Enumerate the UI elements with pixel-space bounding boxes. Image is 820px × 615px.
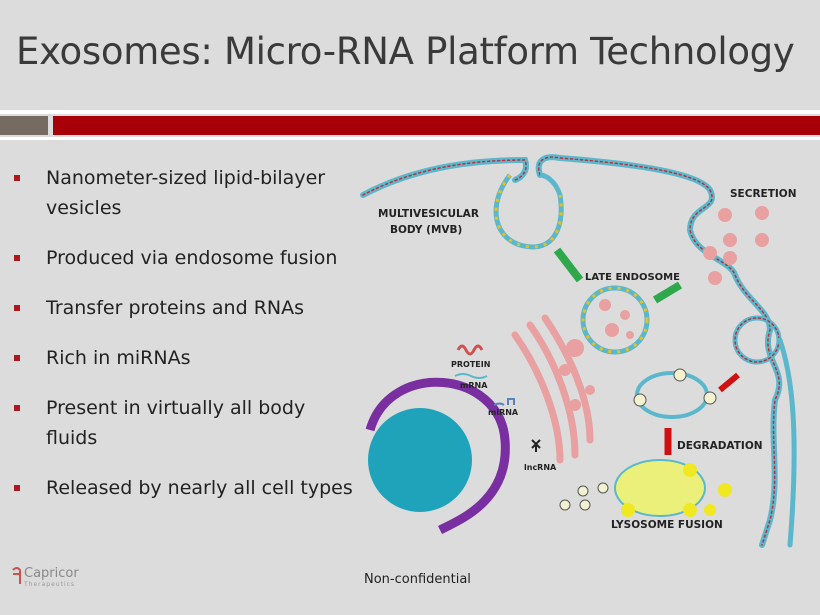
lysosome [614, 459, 732, 517]
protein-icon [456, 344, 484, 356]
arrow-icon [718, 372, 740, 393]
label-mrna: mRNA [460, 381, 488, 390]
golgi [511, 314, 594, 464]
bullet-marker-icon [14, 355, 20, 361]
label-protein: PROTEIN [451, 360, 490, 369]
bullet-item: Released by nearly all cell types [14, 473, 354, 503]
label-late-endosome: LATE ENDOSOME [585, 272, 680, 283]
mvb-vesicle [493, 172, 564, 250]
bullet-item: Transfer proteins and RNAs [14, 293, 354, 323]
label-secretion: SECRETION [730, 188, 796, 200]
lncrna-icon [531, 439, 541, 452]
arrow-icon [652, 281, 683, 304]
secreted-exosomes [559, 206, 769, 411]
bullet-text: Released by nearly all cell types [46, 477, 353, 499]
label-lncrna: lncRNA [524, 463, 557, 472]
bullet-item: Produced via endosome fusion [14, 243, 354, 273]
arrow-icon [553, 247, 584, 283]
bullet-list: Nanometer-sized lipid-bilayer vesicles P… [14, 163, 354, 523]
bullet-marker-icon [14, 405, 20, 411]
mirna-icon [493, 398, 515, 406]
late-endosome [580, 285, 650, 355]
divider [0, 137, 820, 140]
divider [0, 110, 820, 114]
label-degradation: DEGRADATION [677, 440, 763, 452]
slide-title: Exosomes: Micro-RNA Platform Technology [16, 30, 795, 73]
bullet-item: Nanometer-sized lipid-bilayer vesicles [14, 163, 354, 223]
logo-subtitle: Therapeutics [24, 581, 76, 588]
label-mvb-2: BODY (MVB) [390, 224, 462, 236]
bullet-marker-icon [14, 255, 20, 261]
label-mvb: MULTIVESICULAR [378, 208, 479, 220]
bullet-marker-icon [14, 485, 20, 491]
nucleus [365, 377, 510, 535]
bullet-text: Present in virtually all body fluids [46, 397, 306, 449]
footer-text: Non-confidential [364, 572, 471, 587]
bullet-text: Nanometer-sized lipid-bilayer vesicles [46, 167, 326, 219]
degradation-vesicle [633, 368, 717, 419]
bullet-text: Transfer proteins and RNAs [46, 297, 305, 319]
bullet-item: Rich in miRNAs [14, 343, 354, 373]
company-logo: Capricor Therapeutics [10, 566, 79, 590]
bullet-item: Present in virtually all body fluids [14, 393, 354, 453]
bullet-marker-icon [14, 175, 20, 181]
label-lysosome-fusion: LYSOSOME FUSION [611, 519, 723, 531]
cell-membrane [360, 154, 797, 548]
logo-name: Capricor [24, 566, 79, 581]
mrna-icon [454, 373, 488, 379]
bullet-text: Produced via endosome fusion [46, 247, 338, 269]
bullet-text: Rich in miRNAs [46, 347, 191, 369]
accent-band-gray [0, 116, 48, 135]
label-mirna: miRNA [488, 408, 519, 417]
accent-band-red [53, 116, 820, 135]
ubiquitin-markers [559, 482, 609, 511]
logo-icon [12, 567, 21, 584]
bullet-marker-icon [14, 305, 20, 311]
